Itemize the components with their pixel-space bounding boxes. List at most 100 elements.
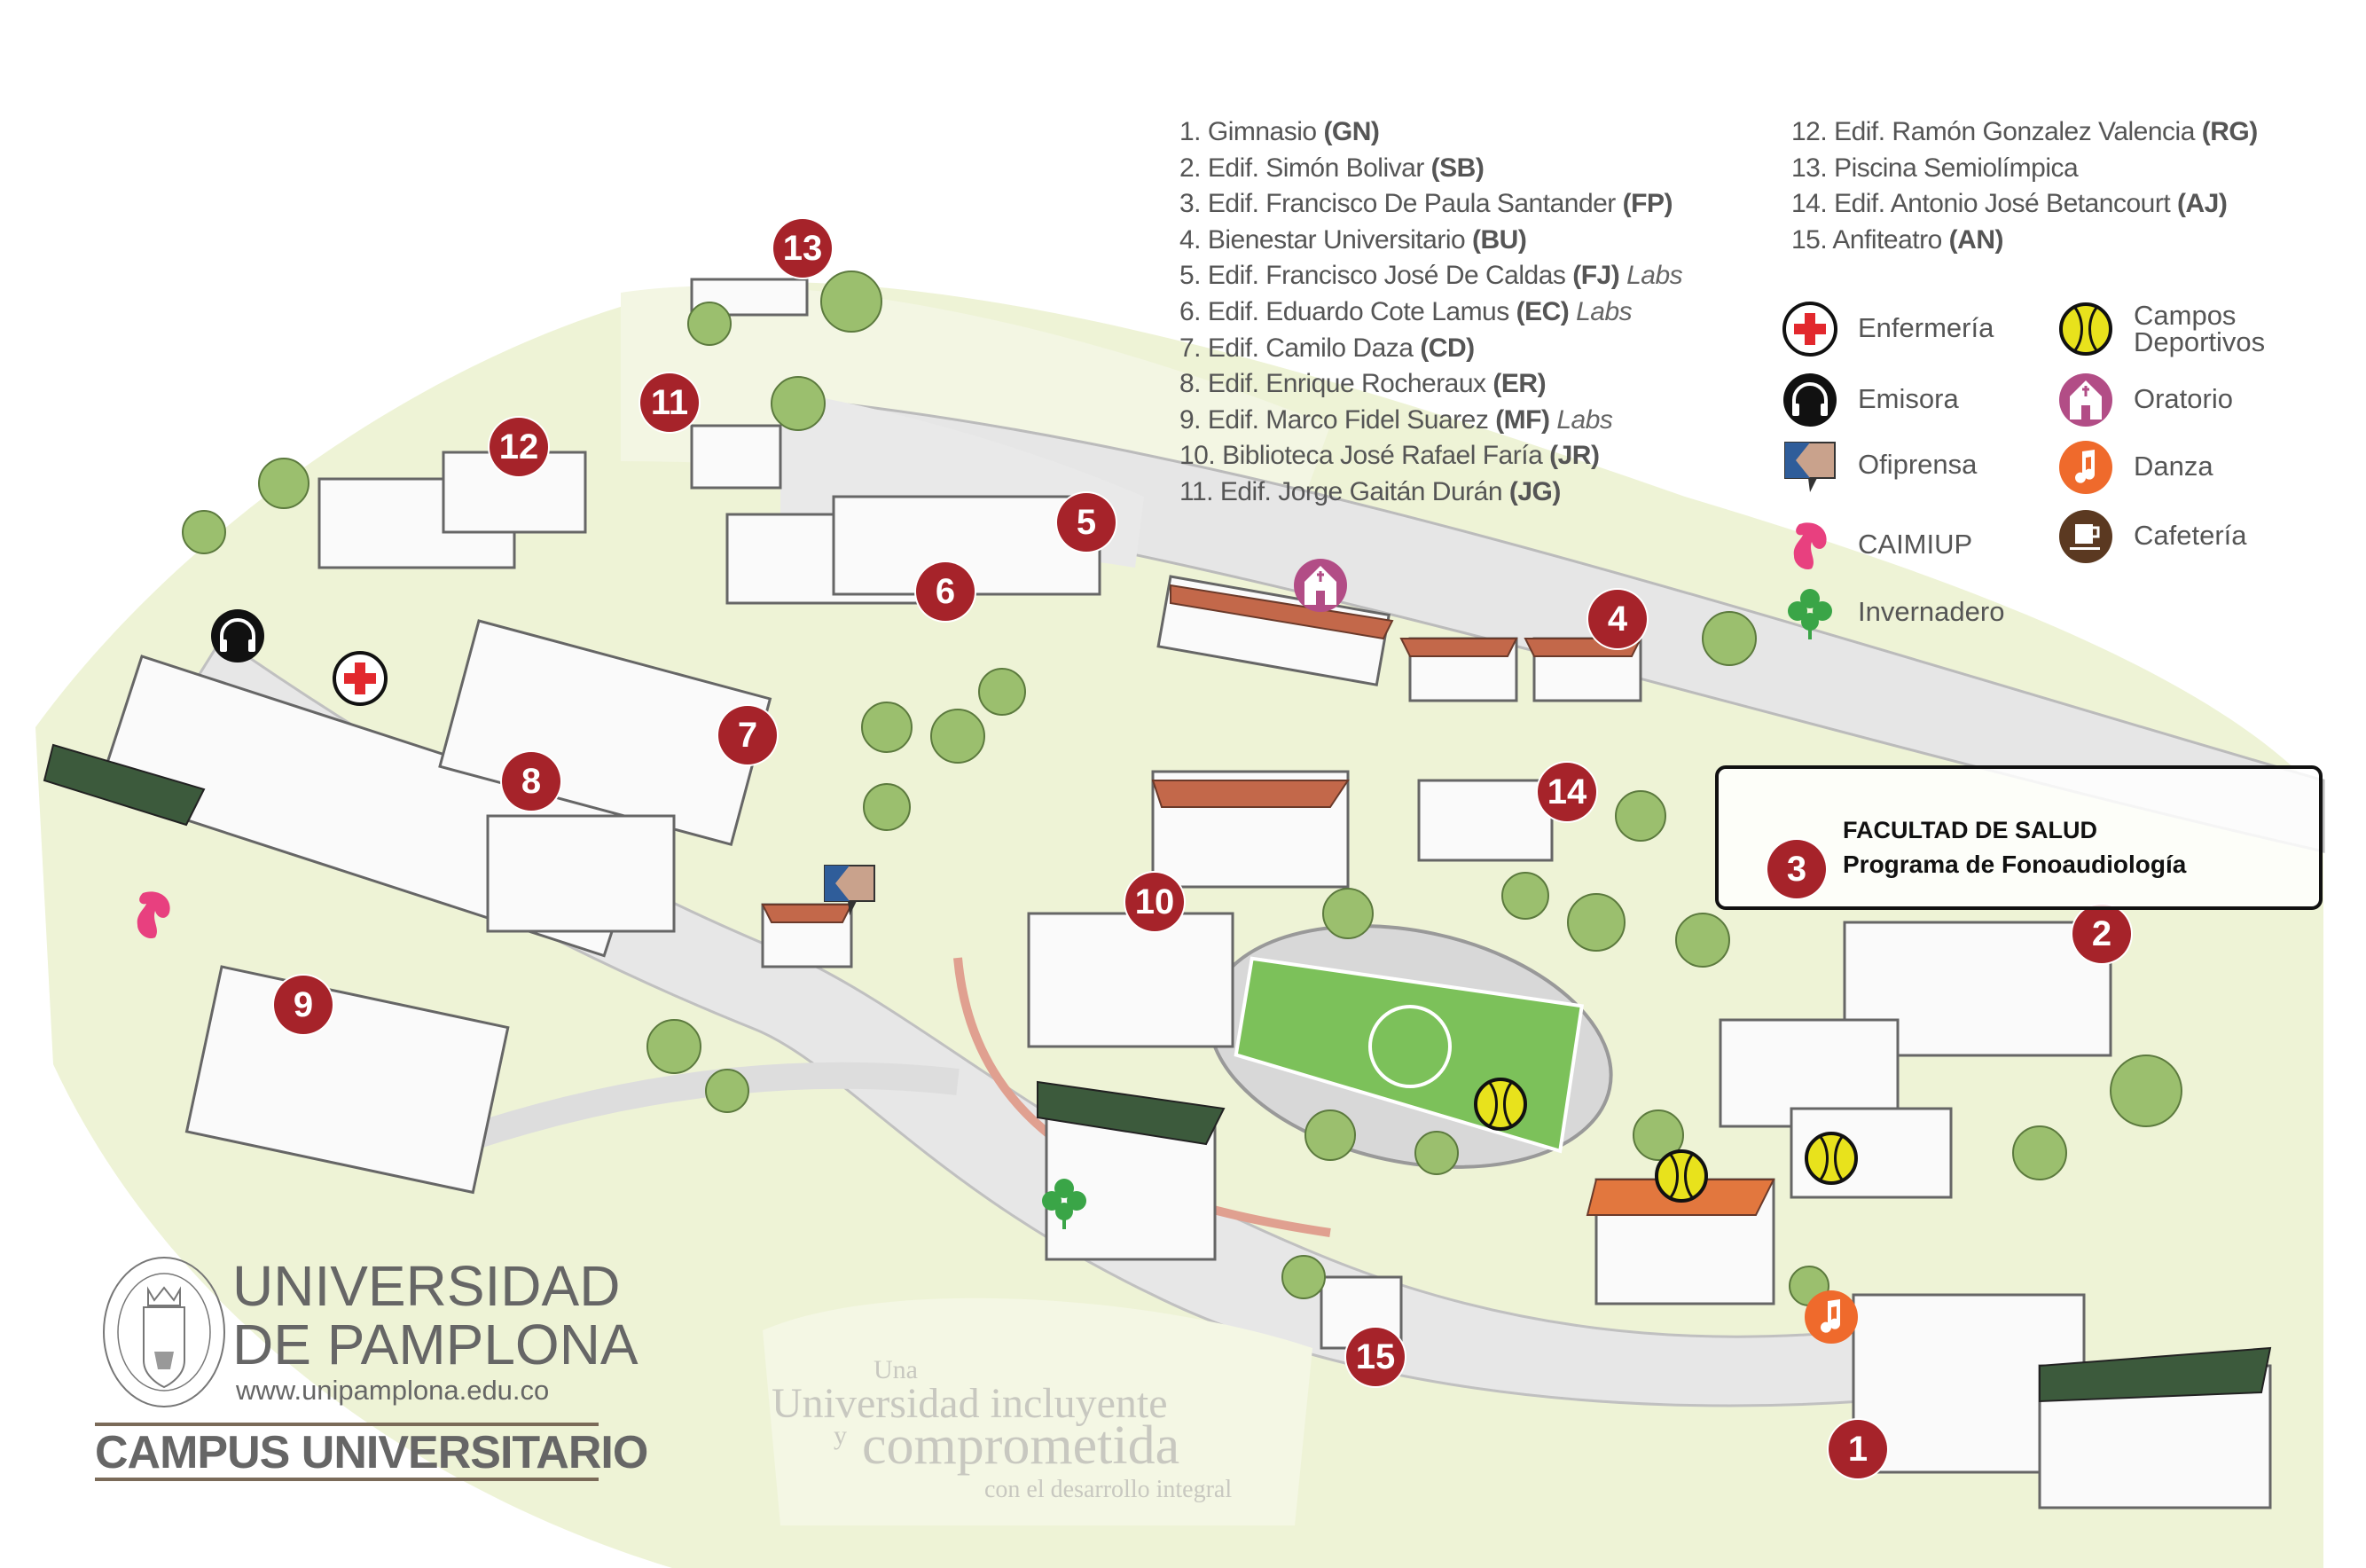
- marker-number: 5: [1076, 502, 1097, 542]
- marker-number: 2: [2091, 913, 2112, 953]
- brand-line-2: DE PAMPLONA: [232, 1313, 639, 1376]
- legend-code: (RG): [2201, 117, 2258, 146]
- legend-building-5: 5. Edif. Francisco José De Caldas (FJ) L…: [1179, 261, 1683, 291]
- legend-name: Biblioteca José Rafael Faría: [1222, 441, 1543, 471]
- legend-code: (CD): [1420, 333, 1475, 363]
- building-marker-1[interactable]: 1: [1829, 1420, 1887, 1478]
- legend-note: Labs: [1626, 261, 1683, 291]
- building-marker-5[interactable]: 5: [1057, 493, 1116, 552]
- building-marker-6[interactable]: 6: [916, 562, 975, 621]
- map-poi-cross-icon[interactable]: [332, 650, 388, 707]
- building-marker-13[interactable]: 13: [773, 219, 832, 278]
- cross-icon: [1782, 302, 1837, 357]
- legend-name: Edif. Jorge Gaitán Durán: [1219, 477, 1503, 506]
- legend-building-4: 4. Bienestar Universitario (BU): [1179, 225, 1527, 255]
- map-poi-chapel-icon[interactable]: [1292, 557, 1349, 614]
- legend-tennis-ball-icon: [2057, 301, 2114, 357]
- marker-number: 4: [1607, 599, 1628, 639]
- legend-building-11: 11. Edif. Jorge Gaitán Durán (JG): [1179, 477, 1561, 507]
- legend-building-15: 15. Anfiteatro (AN): [1791, 225, 2003, 255]
- legend-poi-label: Ofiprensa: [1858, 449, 1978, 480]
- legend-poi-label: Danza: [2134, 451, 2213, 482]
- building-marker-2[interactable]: 2: [2072, 905, 2131, 963]
- building-marker-7[interactable]: 7: [718, 706, 777, 764]
- marker-number: 13: [782, 228, 823, 268]
- legend-code: (AJ): [2177, 189, 2228, 219]
- music-note-icon: [1805, 1290, 1858, 1344]
- program-name: Programa de Fonoaudiología: [1843, 851, 2187, 878]
- legend-building-8: 8. Edif. Enrique Rocheraux (ER): [1179, 369, 1547, 399]
- building-marker-10[interactable]: 10: [1125, 873, 1184, 931]
- building-marker-3[interactable]: 3: [1767, 840, 1826, 898]
- map-poi-caimiup-icon[interactable]: [125, 886, 182, 943]
- legend-building-3: 3. Edif. Francisco De Paula Santander (F…: [1179, 189, 1673, 219]
- legend-name: Edif. Eduardo Cote Lamus: [1207, 297, 1509, 326]
- legend-code: (ER): [1492, 369, 1547, 399]
- slogan-line-2: Universidad incluyente: [772, 1380, 1168, 1427]
- legend-number: 5.: [1179, 261, 1202, 291]
- map-poi-music-note-icon[interactable]: [1803, 1289, 1860, 1345]
- legend-poi-label: Oratorio: [2134, 383, 2233, 414]
- legend-name: Edif. Antonio José Betancourt: [1834, 189, 2171, 219]
- legend-number: 7.: [1179, 333, 1202, 363]
- marker-number: 10: [1134, 882, 1175, 921]
- highlight-box-facultad-salud: 3 FACULTAD DE SALUD Programa de Fonoaudi…: [1715, 765, 2323, 910]
- chapel-icon: [2059, 373, 2112, 427]
- legend-music-note-icon: [2057, 439, 2114, 496]
- legend-name: Edif. Francisco De Paula Santander: [1207, 189, 1616, 219]
- slogan-line-4: con el desarrollo integral: [984, 1476, 1233, 1503]
- tennis-ball-icon: [2059, 302, 2112, 356]
- legend-name: Edif. Francisco José De Caldas: [1207, 261, 1566, 291]
- slogan-line-1: Una: [874, 1355, 918, 1384]
- caimiup-icon: [137, 891, 170, 939]
- legend-code: (FP): [1622, 189, 1673, 219]
- legend-note: Labs: [1556, 404, 1613, 435]
- building-marker-12[interactable]: 12: [490, 418, 548, 476]
- legend-code: (JG): [1508, 477, 1562, 506]
- legend-coffee-cup-icon: [2057, 508, 2114, 565]
- building-marker-15[interactable]: 15: [1346, 1328, 1405, 1386]
- map-poi-tennis-ball-icon[interactable]: [1472, 1076, 1529, 1133]
- marker-number: 3: [1786, 849, 1807, 889]
- university-seal-logo: [103, 1257, 225, 1407]
- building-marker-14[interactable]: 14: [1538, 763, 1596, 821]
- marker-number: 9: [293, 984, 314, 1024]
- map-poi-headphones-icon[interactable]: [209, 608, 266, 664]
- building-marker-9[interactable]: 9: [274, 976, 333, 1034]
- legend-name: Gimnasio: [1207, 117, 1317, 146]
- legend-caimiup-icon: [1782, 517, 1838, 574]
- legend-name: Edif. Ramón Gonzalez Valencia: [1834, 117, 2195, 146]
- legend-number: 14.: [1791, 189, 1828, 219]
- map-poi-tennis-ball-icon[interactable]: [1803, 1130, 1860, 1187]
- map-poi-ofiprensa-icon[interactable]: [821, 860, 878, 917]
- marker-number: 15: [1355, 1337, 1396, 1376]
- marker-number: 12: [498, 427, 539, 466]
- legend-number: 1.: [1179, 117, 1202, 146]
- building-marker-11[interactable]: 11: [640, 373, 699, 432]
- legend-code: (GN): [1323, 117, 1380, 146]
- legend-poi-label: CAIMIUP: [1858, 529, 1973, 560]
- ofiprensa-icon: [824, 865, 875, 915]
- legend-number: 10.: [1179, 441, 1216, 471]
- legend-code: (FJ): [1572, 261, 1620, 291]
- faculty-name: FACULTAD DE SALUD: [1843, 817, 2097, 843]
- website-url[interactable]: www.unipamplona.edu.co: [236, 1375, 550, 1406]
- map-poi-clover-icon[interactable]: [1036, 1174, 1093, 1231]
- ofiprensa-icon: [1784, 442, 1836, 492]
- caimiup-icon: [1793, 522, 1827, 570]
- legend-number: 11.: [1179, 477, 1213, 506]
- legend-number: 15.: [1791, 224, 1828, 255]
- music-note-icon: [2059, 441, 2112, 494]
- clover-icon: [1788, 589, 1832, 639]
- building-marker-4[interactable]: 4: [1588, 590, 1647, 648]
- legend-code: (EC): [1516, 297, 1570, 326]
- slogan-line-3b: comprometida: [862, 1415, 1180, 1476]
- marker-number: 1: [1847, 1429, 1869, 1469]
- legend-building-12: 12. Edif. Ramón Gonzalez Valencia (RG): [1791, 117, 2258, 147]
- map-poi-tennis-ball-icon[interactable]: [1653, 1148, 1710, 1204]
- marker-number: 8: [521, 761, 542, 801]
- legend-building-1: 1. Gimnasio (GN): [1179, 117, 1380, 147]
- building-marker-8[interactable]: 8: [502, 752, 560, 811]
- legend-code: (JR): [1549, 441, 1600, 471]
